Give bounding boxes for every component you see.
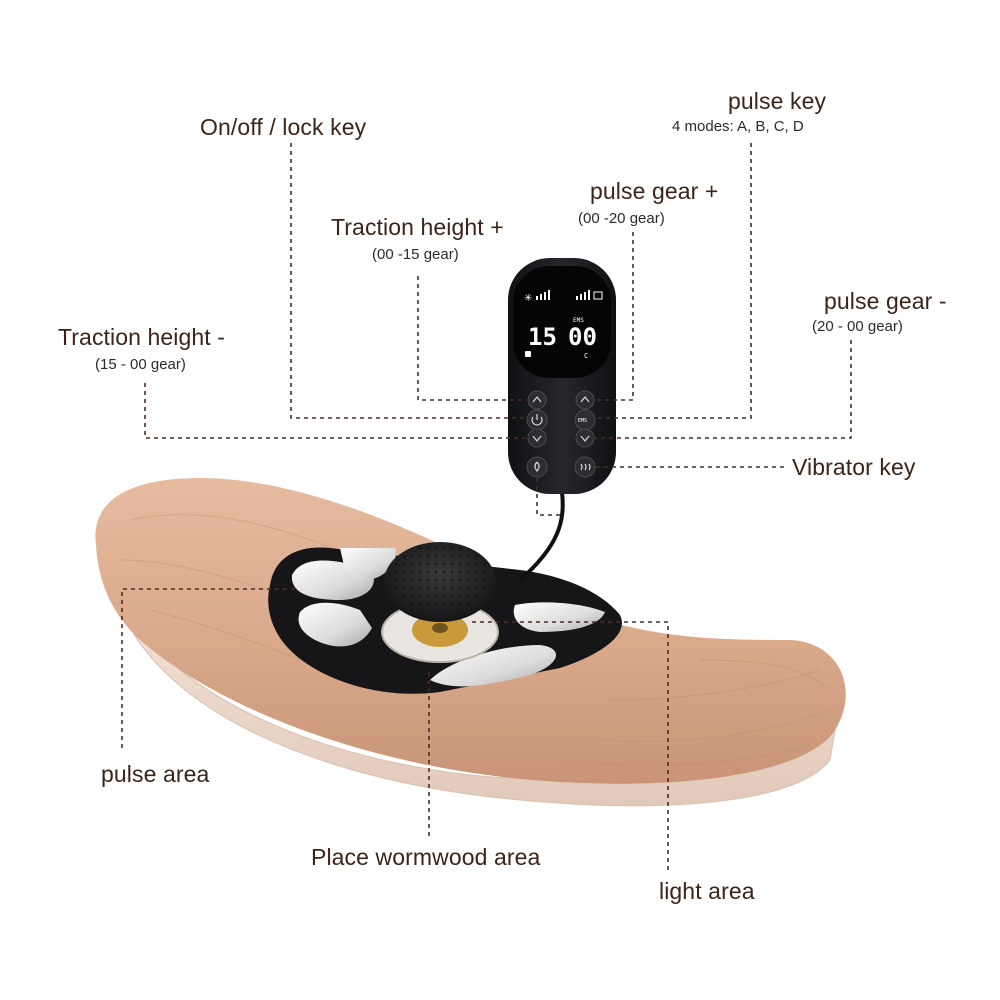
pulse-key-sub: 4 modes: A, B, C, D: [672, 118, 804, 135]
heat-button: [526, 456, 548, 478]
pulse-area-title: pulse area: [101, 761, 210, 787]
traction-height-minus-sub: (15 - 00 gear): [95, 356, 186, 373]
svg-text:✳: ✳: [524, 293, 532, 304]
remote-control: ✳ EMS 15 00 C: [508, 258, 616, 494]
leader-light-area: [470, 621, 669, 870]
pulse-gear-minus-sub: (20 - 00 gear): [812, 318, 903, 335]
pulse-gear-minus-title: pulse gear -: [824, 288, 947, 314]
leader-pulse-gear-plus: [595, 232, 634, 401]
electrode-pad-right-bottom: [430, 645, 557, 687]
cushion-base: [117, 599, 836, 807]
pulse-gear-plus-sub: (00 -20 gear): [578, 210, 665, 227]
light-area-title: light area: [659, 878, 755, 904]
remote-buttons: [526, 390, 596, 478]
pulse-gear-plus-title: pulse gear +: [590, 178, 719, 204]
remote-badge: EMS: [573, 317, 584, 324]
traction-height-plus-button: [527, 390, 547, 410]
remote-display: ✳ EMS 15 00 C: [524, 290, 603, 360]
leader-onoff: [290, 143, 527, 419]
traction-height-minus-title: Traction height -: [58, 324, 226, 350]
pulse-gear-plus-button: [575, 390, 595, 410]
wormwood-area-title: Place wormwood area: [311, 844, 541, 870]
electrode-pad-upper: [340, 548, 396, 580]
traction-height-plus-sub: (00 -15 gear): [372, 246, 459, 263]
leader-traction-minus: [144, 383, 527, 439]
pulse-gear-minus-button: [575, 428, 595, 448]
electrode-pad-right-top: [513, 602, 605, 632]
pulse-key-title: pulse key: [728, 88, 827, 114]
remote-mode-letter: C: [584, 352, 588, 360]
remote-left-value: 15: [528, 323, 557, 351]
electrode-pad-left-bottom: [298, 602, 372, 647]
leader-lines: [121, 143, 852, 870]
traction-height-minus-button: [527, 428, 547, 448]
remote-cable: [518, 491, 565, 582]
vibrator-key-title: Vibrator key: [792, 454, 916, 480]
leader-pulse-key: [596, 143, 752, 419]
traction-height-plus-title: Traction height +: [331, 214, 504, 240]
vibrator-button: [574, 456, 596, 478]
remote-right-value: 00: [568, 323, 597, 351]
onoff-lock-title: On/off / lock key: [200, 114, 367, 140]
leader-pulse-gear-minus: [595, 340, 852, 439]
leader-traction-plus: [417, 276, 527, 401]
remote-center-button-text: EMS: [578, 418, 587, 424]
